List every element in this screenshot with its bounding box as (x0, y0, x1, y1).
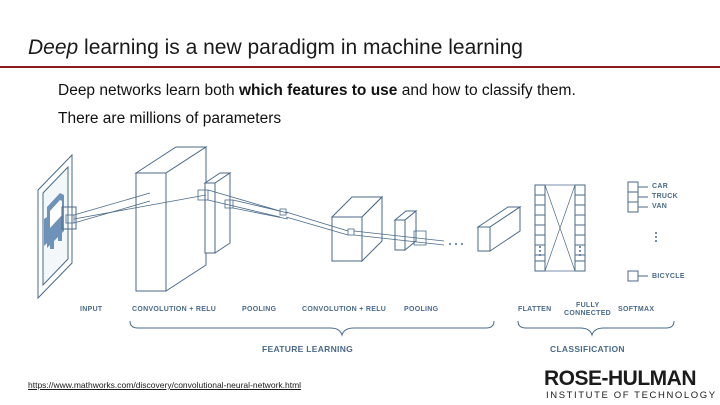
softmax-column (627, 181, 648, 282)
bullet-line-1: Deep networks learn both which features … (58, 82, 576, 100)
receptive-field-lines (65, 189, 445, 246)
line1-pre: Deep networks learn both (58, 82, 239, 99)
label-input: INPUT (80, 306, 103, 313)
pool1-block (203, 172, 232, 254)
fully-connected-column (574, 184, 586, 272)
slide-title: Deep learning is a new paradigm in machi… (28, 36, 523, 60)
rose-hulman-logo: ROSE-HULMAN INSTITUTE OF TECHNOLOGY (544, 368, 716, 402)
feature-slab (476, 206, 522, 252)
title-emphasis: Deep (28, 36, 79, 59)
title-text: learning is a new paradigm in machine le… (78, 36, 523, 59)
label-fc-2: CONNECTED (564, 310, 611, 317)
logo-subtitle: INSTITUTE OF TECHNOLOGY (546, 390, 717, 401)
label-flatten: FLATTEN (518, 306, 551, 313)
conv2-block (330, 195, 384, 263)
classification-brace (517, 320, 675, 337)
ellipsis-dots (449, 232, 657, 256)
output-bicycle: BICYCLE (652, 273, 685, 280)
label-pool1: POOLING (242, 306, 277, 313)
dense-connections (544, 184, 576, 272)
line1-bold: which features to use (238, 82, 398, 99)
label-fc-1: FULLY (576, 302, 599, 309)
cnn-architecture-diagram: INPUT CONVOLUTION + RELU POOLING CONVOLU… (37, 146, 685, 354)
label-pool2: POOLING (404, 306, 439, 313)
label-softmax: SOFTMAX (618, 306, 654, 313)
label-conv1: CONVOLUTION + RELU (132, 306, 216, 313)
label-conv2: CONVOLUTION + RELU (302, 306, 386, 313)
output-car: CAR (652, 183, 668, 190)
title-underline (0, 66, 720, 68)
source-link[interactable]: https://www.mathworks.com/discovery/conv… (28, 380, 302, 390)
output-truck: TRUCK (652, 193, 678, 200)
output-van: VAN (652, 203, 667, 210)
flatten-column (534, 184, 546, 272)
feature-learning-brace (129, 320, 495, 337)
pool2-block (393, 209, 418, 252)
section-feature-learning: FEATURE LEARNING (262, 344, 353, 354)
logo-wordmark: ROSE-HULMAN (544, 367, 697, 390)
section-classification: CLASSIFICATION (550, 344, 625, 354)
line1-post: and how to classify them. (397, 82, 576, 99)
bullet-line-2: There are millions of parameters (58, 110, 282, 127)
conv1-block (134, 146, 208, 292)
